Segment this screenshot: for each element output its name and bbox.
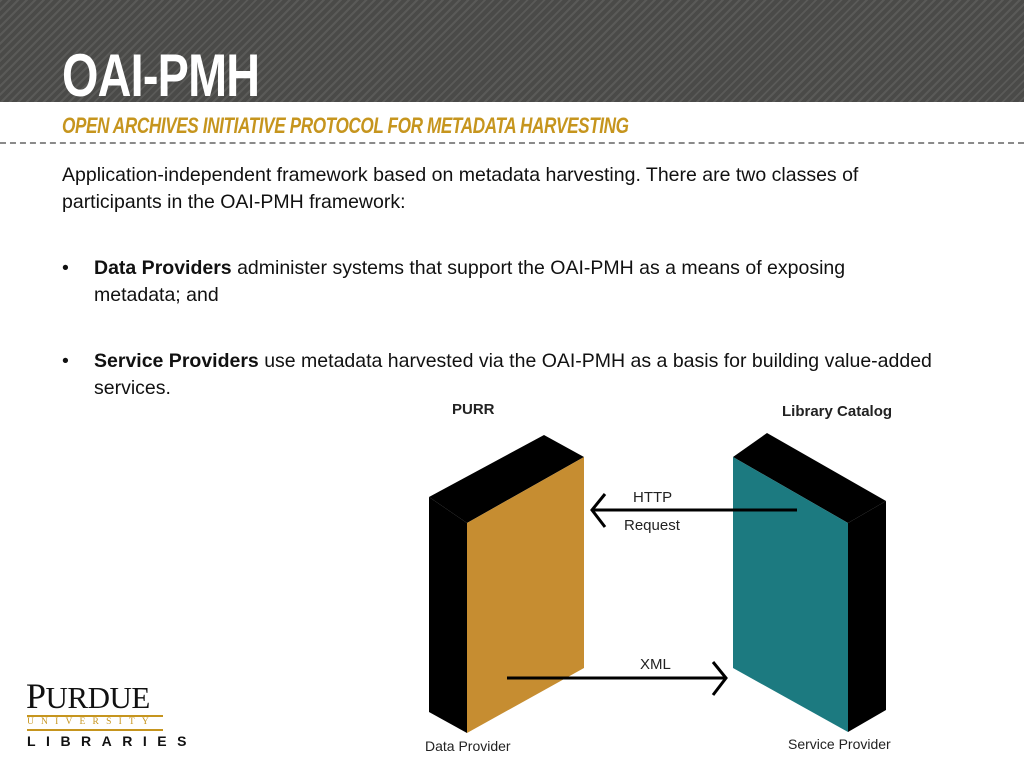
right-block-caption: Service Provider xyxy=(788,736,891,752)
purdue-libraries-logo: PURDUE UNIVERSITY LIBRARIES xyxy=(26,678,186,750)
logo-rule-top xyxy=(27,715,163,717)
slide-subtitle: OPEN ARCHIVES INITIATIVE PROTOCOL FOR ME… xyxy=(62,113,629,138)
right-block-side xyxy=(848,501,886,732)
right-block-label: Library Catalog xyxy=(782,403,892,420)
left-block-caption: Data Provider xyxy=(425,738,511,754)
left-block-panel xyxy=(467,457,584,733)
left-block-top xyxy=(429,435,584,523)
bullet-term: Data Providers xyxy=(94,257,232,279)
slide-title: OAI-PMH xyxy=(62,42,260,109)
response-label: XML xyxy=(640,656,671,673)
bullet-data-providers: • Data Providers administer systems that … xyxy=(62,255,914,308)
header-banner xyxy=(0,0,1024,102)
logo-wordmark: PURDUE xyxy=(26,678,151,715)
bullet-marker: • xyxy=(62,350,69,372)
request-label-line1: HTTP xyxy=(633,489,672,506)
request-arrowhead-icon xyxy=(590,493,607,528)
right-block-panel xyxy=(733,457,848,732)
bullet-text: administer systems that support the OAI-… xyxy=(94,257,846,306)
bullet-term: Service Providers xyxy=(94,350,259,372)
logo-libraries: LIBRARIES xyxy=(27,733,197,749)
bullet-text: use metadata harvested via the OAI-PMH a… xyxy=(94,350,932,399)
intro-paragraph: Application-independent framework based … xyxy=(62,164,859,213)
divider-line xyxy=(0,142,1024,144)
logo-rest: URDUE xyxy=(45,680,151,715)
request-label-line2: Request xyxy=(624,517,681,534)
bullet-marker: • xyxy=(62,257,69,279)
logo-initial: P xyxy=(26,676,46,716)
left-block-label: PURR xyxy=(452,401,495,418)
right-block-top xyxy=(733,433,886,523)
logo-rule-bottom xyxy=(27,729,163,731)
left-block-side xyxy=(429,497,467,733)
slide-body: Application-independent framework based … xyxy=(62,162,962,401)
response-arrowhead-icon xyxy=(711,661,728,696)
bullet-service-providers: • Service Providers use metadata harveste… xyxy=(62,348,954,401)
logo-university: UNIVERSITY xyxy=(27,717,156,727)
